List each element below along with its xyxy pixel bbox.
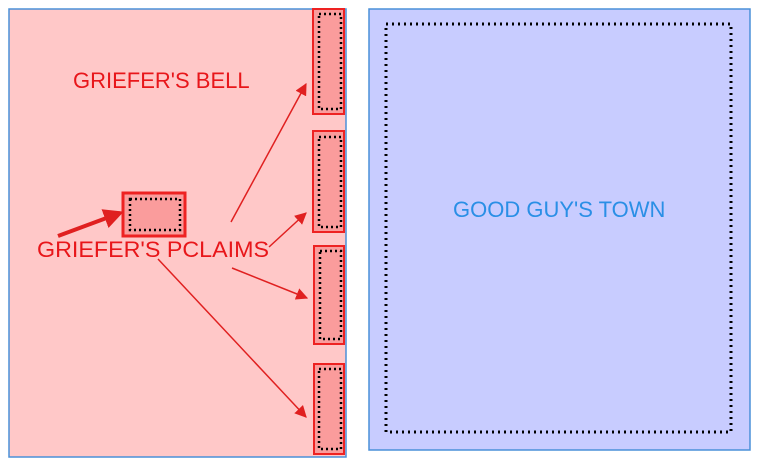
border-pclaim-4 bbox=[313, 363, 345, 455]
griefer-pclaims-label: GRIEFER'S PCLAIMS bbox=[37, 237, 269, 262]
arrow-icon bbox=[268, 212, 307, 248]
good-town-region bbox=[368, 8, 751, 451]
border-pclaim-1 bbox=[312, 8, 345, 115]
good-town-label: GOOD GUY'S TOWN bbox=[453, 197, 665, 222]
arrow-icon bbox=[231, 267, 309, 300]
border-pclaim-2 bbox=[312, 130, 345, 233]
arrow-icon bbox=[230, 82, 307, 223]
border-pclaim-3 bbox=[313, 245, 345, 345]
griefer-pclaim-main-boundary bbox=[128, 197, 182, 232]
good-town-claim-boundary bbox=[384, 22, 733, 434]
arrow-icon bbox=[57, 209, 124, 238]
arrow-icon bbox=[157, 258, 307, 418]
griefer-bell-label: GRIEFER'S BELL bbox=[73, 68, 250, 93]
